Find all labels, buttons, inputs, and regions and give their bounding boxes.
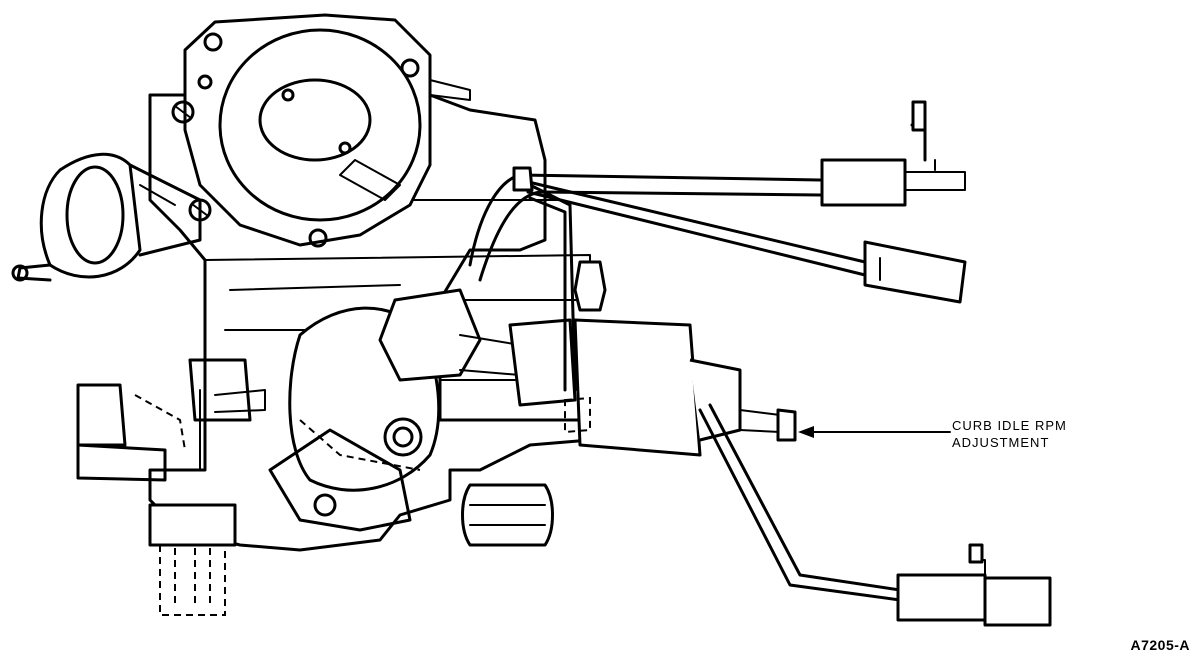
middle-connector (863, 240, 967, 304)
left-fittings (76, 358, 266, 616)
figure-id: A7205-A (1130, 637, 1190, 653)
callout-line-1: CURB IDLE RPM (952, 418, 1067, 433)
bottom-fitting (461, 483, 554, 547)
hex-nut (573, 260, 607, 312)
air-horn-cover (183, 13, 471, 248)
wiring-harness (468, 166, 902, 602)
idle-speed-solenoid (378, 288, 797, 457)
choke-pulloff-diaphragm (11, 152, 202, 282)
upper-connector (820, 100, 966, 207)
lower-connector (896, 543, 1052, 627)
curb-idle-rpm-callout: CURB IDLE RPM ADJUSTMENT (952, 417, 1067, 451)
callout-arrow (798, 426, 951, 438)
callout-line-2: ADJUSTMENT (952, 435, 1050, 450)
